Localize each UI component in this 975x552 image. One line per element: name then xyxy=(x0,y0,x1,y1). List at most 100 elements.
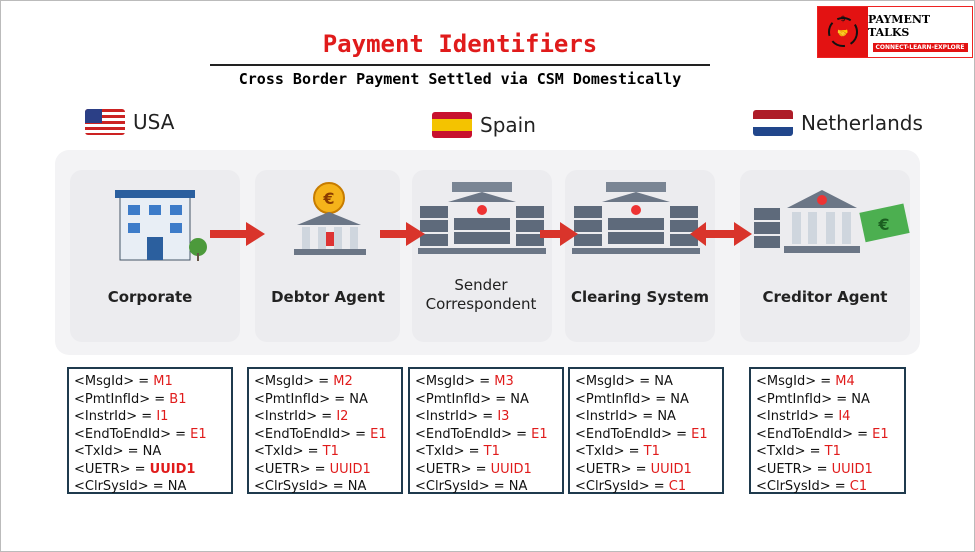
identifier-row: <UETR> = UUID1 xyxy=(575,461,717,479)
identifier-value: E1 xyxy=(370,426,387,442)
svg-text:€: € xyxy=(322,189,334,208)
identifier-row: <EndToEndId> = E1 xyxy=(74,426,226,444)
identifier-row: <EndToEndId> = E1 xyxy=(575,426,717,444)
country-label: Netherlands xyxy=(801,111,923,135)
identifier-key: <InstrId> = xyxy=(254,409,337,424)
svg-text:🤝: 🤝 xyxy=(837,29,848,39)
currency-cycle-icon: $🤝 xyxy=(818,7,868,57)
identifier-value: M3 xyxy=(494,374,514,389)
identifier-value: B1 xyxy=(169,391,187,407)
identifier-key: <TxId> = xyxy=(254,444,323,459)
identifier-row: <MsgId> = M1 xyxy=(74,373,226,391)
identifier-box-creditor-agent: <MsgId> = M4<PmtInfId> = NA<InstrId> = I… xyxy=(749,367,906,494)
logo-name: PAYMENT TALKS xyxy=(868,12,931,39)
identifier-row: <InstrId> = I3 xyxy=(415,408,557,426)
identifier-row: <EndToEndId> = E1 xyxy=(756,426,899,444)
identifier-value: M1 xyxy=(153,374,173,389)
identifier-row: <PmtInfId> = NA xyxy=(575,391,717,409)
identifier-row: <MsgId> = M2 xyxy=(254,373,396,391)
logo: $🤝 PAYMENT TALKS CONNECT-LEARN-EXPLORE xyxy=(817,6,973,58)
identifier-value: I1 xyxy=(156,409,169,424)
identifier-key: <PmtInfId> = NA xyxy=(415,391,529,407)
identifier-key: <MsgId> = xyxy=(756,374,836,389)
identifier-value: UUID1 xyxy=(329,461,371,477)
identifier-key: <ClrSysId> = NA xyxy=(74,479,187,494)
identifier-value: T1 xyxy=(643,444,660,459)
flow-arrow-icon xyxy=(210,222,265,246)
identifier-row: <MsgId> = NA xyxy=(575,373,717,391)
identifier-key: <ClrSysId> = NA xyxy=(254,479,367,494)
identifier-box-sender-correspondent: <MsgId> = M3<PmtInfId> = NA<InstrId> = I… xyxy=(408,367,564,494)
identifier-row: <ClrSysId> = C1 xyxy=(756,478,899,496)
identifier-row: <InstrId> = I4 xyxy=(756,408,899,426)
identifier-key: <MsgId> = xyxy=(254,374,334,389)
identifier-key: <InstrId> = xyxy=(74,409,157,424)
identifier-row: <ClrSysId> = NA xyxy=(254,478,396,496)
country-usa: USA xyxy=(85,109,174,135)
identifier-row: <MsgId> = M4 xyxy=(756,373,899,391)
identifier-key: <TxId> = NA xyxy=(74,444,162,459)
server-bank-icon xyxy=(418,182,546,254)
identifier-key: <ClrSysId> = xyxy=(756,479,850,494)
entity-label: Creditor Agent xyxy=(762,288,888,306)
identifier-row: <ClrSysId> = NA xyxy=(415,478,557,496)
identifier-key: <EndToEndId> = xyxy=(575,426,692,442)
identifier-key: <ClrSysId> = xyxy=(575,479,669,494)
identifier-value: UUID1 xyxy=(149,461,196,477)
identifier-key: <PmtInfId> = NA xyxy=(254,391,368,407)
identifier-key: <InstrId> = xyxy=(415,409,498,424)
identifier-key: <UETR> = xyxy=(254,461,330,477)
identifier-row: <PmtInfId> = B1 xyxy=(74,391,226,409)
usa-flag-icon xyxy=(85,109,125,135)
country-netherlands: Netherlands xyxy=(753,110,923,136)
identifier-value: UUID1 xyxy=(490,461,532,477)
bank-euro-icon: € xyxy=(294,182,366,255)
identifier-row: <UETR> = UUID1 xyxy=(415,461,557,479)
identifier-row: <EndToEndId> = E1 xyxy=(254,426,396,444)
identifier-key: <EndToEndId> = xyxy=(415,426,532,442)
flow-arrow-icon xyxy=(540,222,578,246)
identifier-row: <TxId> = T1 xyxy=(756,443,899,461)
identifier-value: T1 xyxy=(483,444,500,459)
identifier-key: <MsgId> = NA xyxy=(575,374,673,389)
flow-arrow-icon xyxy=(380,222,425,246)
identifier-key: <MsgId> = xyxy=(74,374,154,389)
identifier-key: <ClrSysId> = NA xyxy=(415,479,528,494)
logo-tagline: CONNECT-LEARN-EXPLORE xyxy=(872,42,968,52)
identifier-key: <PmtInfId> = NA xyxy=(575,391,689,407)
identifier-key: <EndToEndId> = xyxy=(756,426,873,442)
identifier-value: C1 xyxy=(849,479,868,494)
identifier-row: <InstrId> = I2 xyxy=(254,408,396,426)
identifier-value: UUID1 xyxy=(831,461,873,477)
bidirectional-arrow-icon xyxy=(690,222,752,246)
entity-label: Clearing System xyxy=(570,288,710,306)
country-label: Spain xyxy=(480,113,536,137)
identifier-key: <UETR> = xyxy=(756,461,832,477)
office-building-icon xyxy=(115,190,207,261)
identifier-row: <UETR> = UUID1 xyxy=(254,461,396,479)
identifier-row: <PmtInfId> = NA xyxy=(756,391,899,409)
identifier-key: <TxId> = xyxy=(415,444,484,459)
page-subtitle: Cross Border Payment Settled via CSM Dom… xyxy=(238,70,682,88)
identifier-row: <TxId> = NA xyxy=(74,443,226,461)
identifier-value: I3 xyxy=(497,409,510,424)
identifier-row: <PmtInfId> = NA xyxy=(415,391,557,409)
identifier-key: <InstrId> = NA xyxy=(575,409,676,424)
identifier-row: <ClrSysId> = NA xyxy=(74,478,226,496)
identifier-value: E1 xyxy=(531,426,548,442)
identifier-row: <TxId> = T1 xyxy=(415,443,557,461)
identifier-value: T1 xyxy=(824,444,841,459)
identifier-row: <TxId> = T1 xyxy=(575,443,717,461)
identifier-key: <TxId> = xyxy=(575,444,644,459)
country-spain: Spain xyxy=(432,112,536,138)
identifier-value: I4 xyxy=(838,409,851,424)
identifier-key: <TxId> = xyxy=(756,444,825,459)
clearing-server-icon xyxy=(572,182,700,254)
identifier-row: <PmtInfId> = NA xyxy=(254,391,396,409)
netherlands-flag-icon xyxy=(753,110,793,136)
identifier-key: <UETR> = xyxy=(74,461,150,477)
country-label: USA xyxy=(133,110,175,134)
identifier-value: UUID1 xyxy=(650,461,692,477)
entity-label: Sender Correspondent xyxy=(425,276,537,313)
identifier-key: <PmtInfId> = xyxy=(74,391,170,407)
